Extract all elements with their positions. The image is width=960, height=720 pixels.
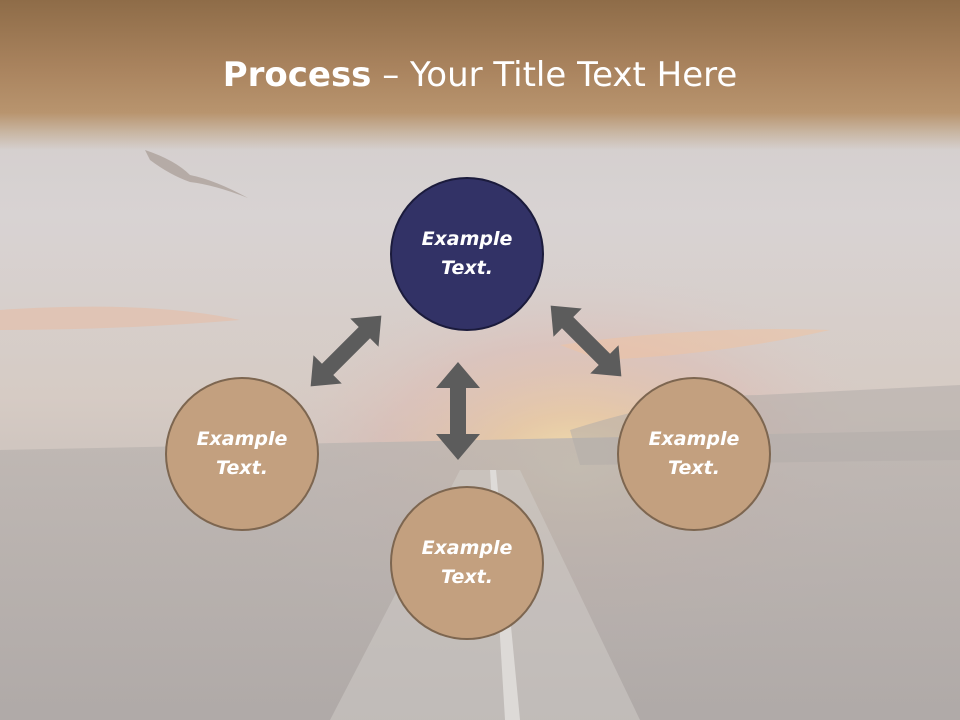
bird-icon — [145, 150, 248, 198]
right-node: Example Text. — [617, 377, 771, 531]
left-node: Example Text. — [165, 377, 319, 531]
bottom-node-label: Example Text. — [421, 537, 513, 588]
double-arrow-icon — [550, 305, 622, 377]
center-node-label: Example Text. — [421, 228, 513, 279]
double-arrow-icon — [310, 315, 382, 387]
title-bar — [0, 0, 960, 150]
right-node-label: Example Text. — [648, 428, 740, 479]
title-rest: – Your Title Text Here — [371, 55, 738, 95]
double-arrow-icon — [436, 362, 480, 460]
slide-title: Process – Your Title Text Here — [0, 52, 960, 98]
left-node-label: Example Text. — [196, 428, 288, 479]
center-node: Example Text. — [390, 177, 544, 331]
bottom-node: Example Text. — [390, 486, 544, 640]
title-strong: Process — [222, 55, 372, 95]
